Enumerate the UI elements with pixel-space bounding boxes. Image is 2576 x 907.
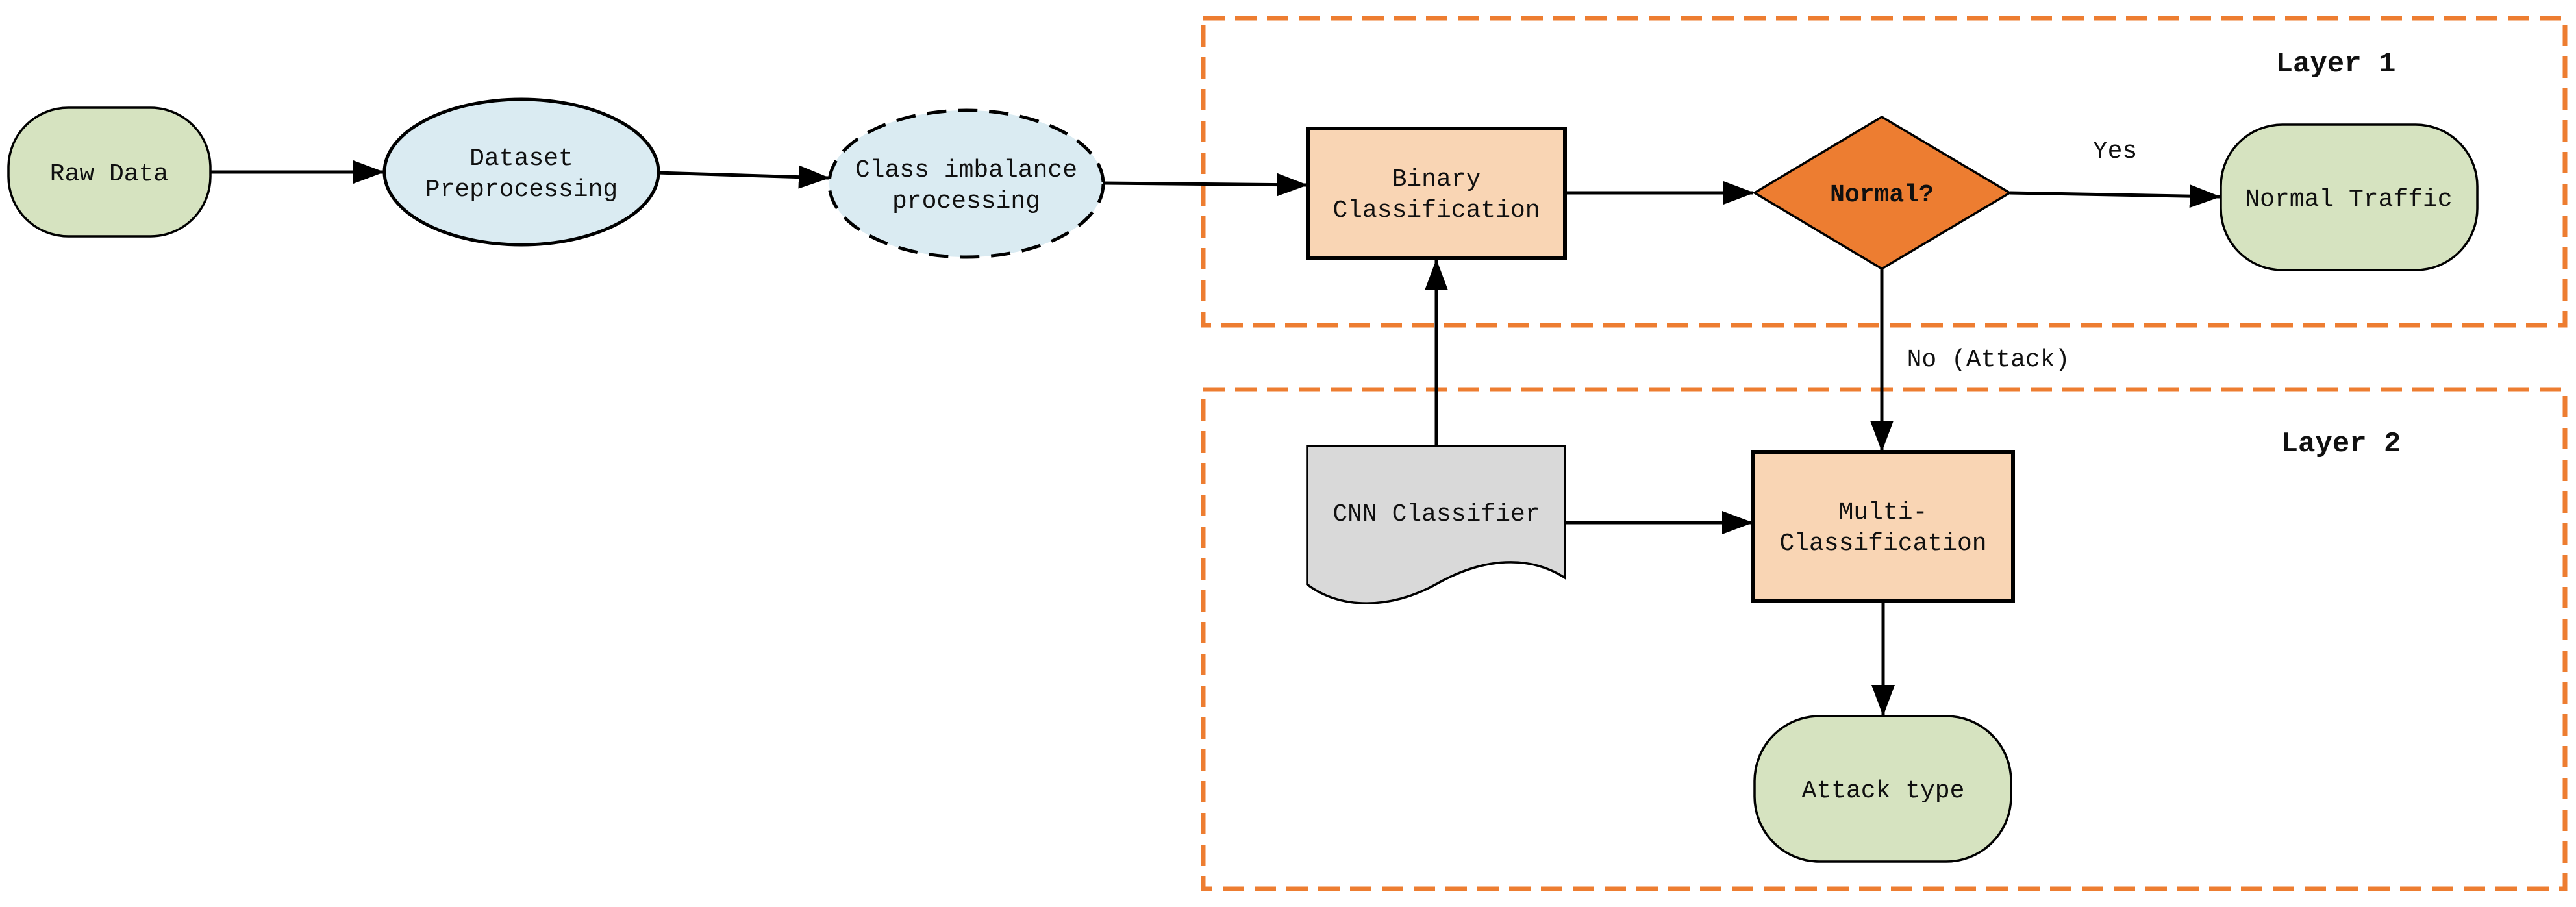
normal-traffic-label: Normal Traffic — [2245, 186, 2452, 214]
layer1-label: Layer 1 — [2276, 48, 2396, 81]
attack-type-label: Attack type — [1802, 777, 1965, 805]
raw-data-shape — [7, 106, 212, 238]
attack-type-shape — [1753, 715, 2012, 863]
binary-classification-label-line2: Classification — [1332, 197, 1540, 225]
node-normal-traffic: Normal Traffic — [2220, 123, 2479, 271]
node-normal-decision: Normal? — [1752, 115, 2012, 271]
layer1-border — [1201, 16, 2568, 328]
node-cnn-classifier: CNN Classifier — [1306, 445, 1566, 604]
layer1-region: Layer 1 — [1201, 16, 2568, 328]
dataset-preprocessing-label-line1: Dataset — [469, 145, 573, 173]
edge-classimbalance-to-binary — [1102, 173, 1308, 197]
node-dataset-preprocessing: Dataset Preprocessing — [382, 97, 660, 247]
multi-classification-shape — [1751, 450, 2015, 603]
normal-traffic-shape — [2220, 123, 2479, 271]
normal-decision-label: Normal? — [1830, 181, 1934, 209]
class-imbalance-label-line1: Class imbalance — [855, 156, 1077, 184]
cnn-classifier-shape — [1306, 445, 1566, 604]
multi-classification-label-line1: Multi- — [1839, 499, 1928, 527]
edge-dataset-to-classimbalance — [657, 165, 830, 189]
edge-label-no-attack: No (Attack) — [1907, 346, 2070, 374]
layer2-region: Layer 2 — [1201, 387, 2568, 891]
node-multi-classification: Multi- Classification — [1751, 450, 2015, 603]
node-binary-classification: Binary Classification — [1306, 127, 1567, 260]
layer2-label: Layer 2 — [2281, 428, 2401, 460]
multi-classification-label-line2: Classification — [1779, 530, 1986, 558]
cnn-classifier-label: CNN Classifier — [1332, 501, 1540, 528]
edges: Yes No (Attack) — [210, 138, 2221, 716]
binary-classification-label-line1: Binary — [1392, 166, 1481, 193]
node-attack-type: Attack type — [1753, 715, 2012, 863]
class-imbalance-shape — [827, 108, 1105, 259]
raw-data-label: Raw Data — [50, 160, 168, 188]
edge-decision-to-normaltraffic — [2009, 184, 2221, 208]
layer2-border — [1201, 387, 2568, 891]
normal-decision-shape — [1752, 115, 2012, 271]
node-class-imbalance-processing: Class imbalance processing — [827, 108, 1105, 259]
binary-classification-shape — [1306, 127, 1567, 260]
edge-label-yes: Yes — [2093, 138, 2137, 166]
class-imbalance-label-line2: processing — [892, 188, 1040, 216]
node-raw-data: Raw Data — [7, 106, 212, 238]
dataset-preprocessing-shape — [382, 97, 660, 247]
dataset-preprocessing-label-line2: Preprocessing — [425, 176, 618, 204]
